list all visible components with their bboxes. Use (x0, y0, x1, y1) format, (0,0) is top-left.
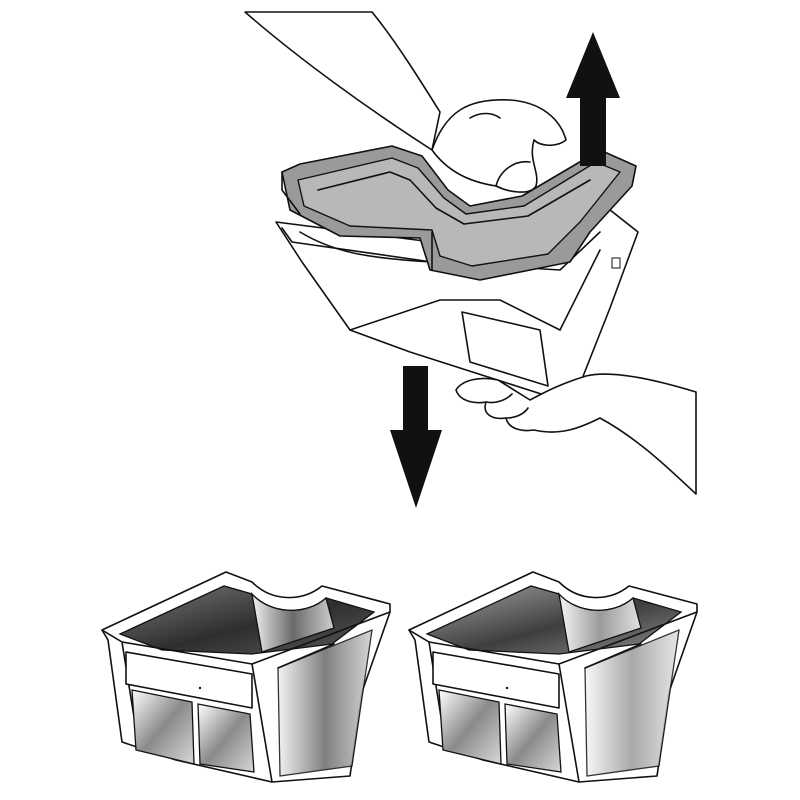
down-arrow-icon (390, 366, 442, 508)
up-arrow-icon (566, 32, 620, 166)
filter-bin-light (408, 571, 698, 783)
lid (281, 145, 637, 281)
filter-bin-dark (101, 571, 391, 783)
lift-scene (244, 11, 697, 508)
upper-arm-hand (244, 11, 567, 193)
lower-arm-hand (455, 373, 697, 495)
